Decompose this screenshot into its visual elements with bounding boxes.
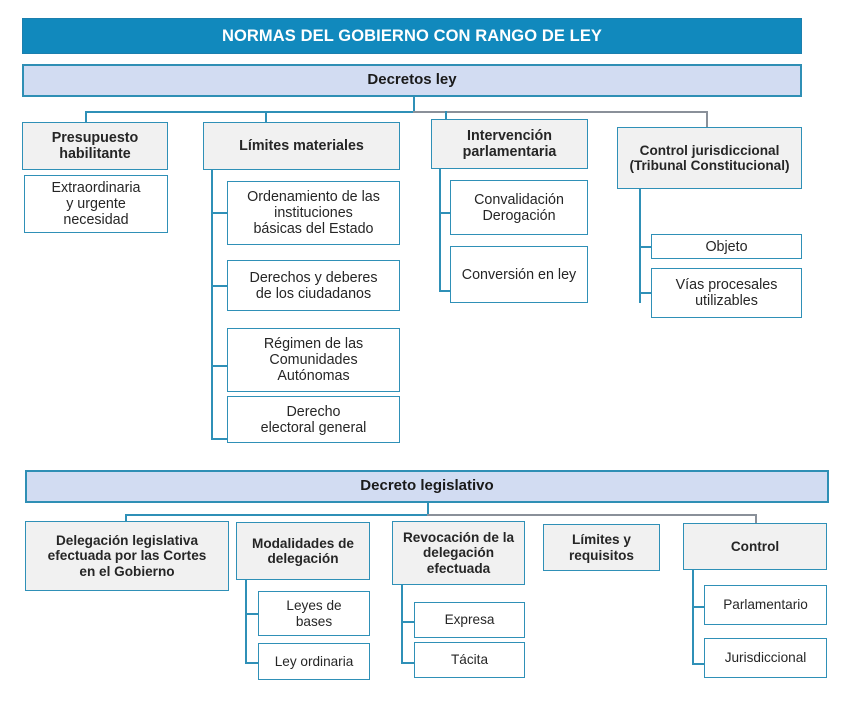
node-limites-materiales[interactable]: Límites materiales: [203, 122, 400, 170]
node-modalidades-de-delegacion[interactable]: Modalidades de delegación: [236, 522, 370, 580]
connector-tick-cj-1: [639, 246, 651, 248]
node-control[interactable]: Control: [683, 523, 827, 570]
connector-spine-modalidades: [245, 580, 247, 663]
connector-drop-control-jurisdiccional: [706, 111, 708, 127]
leaf-conversion-en-ley[interactable]: Conversión en ley: [450, 246, 588, 303]
leaf-leyes-de-bases[interactable]: Leyes de bases: [258, 591, 370, 636]
leaf-convalidacion-derogacion[interactable]: Convalidación Derogación: [450, 180, 588, 235]
leaf-ley-ordinaria[interactable]: Ley ordinaria: [258, 643, 370, 680]
connector-tick-ct-1: [692, 606, 704, 608]
connector-spine-limites-materiales: [211, 170, 213, 440]
connector-drop-control: [755, 514, 757, 524]
connector-bus-decreto-legislativo-right: [427, 514, 757, 516]
connector-drop-presupuesto: [85, 111, 87, 123]
connector-drop-intervencion: [445, 111, 447, 119]
connector-stem-decreto-legislativo: [427, 503, 429, 515]
connector-tick-ip-1: [439, 212, 450, 214]
leaf-derecho-electoral-general[interactable]: Derecho electoral general: [227, 396, 400, 443]
connector-tick-lm-1: [211, 212, 227, 214]
node-presupuesto-habilitante[interactable]: Presupuesto habilitante: [22, 122, 168, 170]
leaf-jurisdiccional[interactable]: Jurisdiccional: [704, 638, 827, 678]
connector-tick-md-2: [245, 662, 258, 664]
leaf-parlamentario[interactable]: Parlamentario: [704, 585, 827, 625]
connector-tick-ct-2: [692, 663, 704, 665]
connector-tick-lm-3: [211, 365, 227, 367]
node-control-jurisdiccional[interactable]: Control jurisdiccional (Tribunal Constit…: [617, 127, 802, 189]
leaf-tacita[interactable]: Tácita: [414, 642, 525, 678]
connector-drop-limites-materiales: [265, 111, 267, 123]
connector-tick-rv-1: [401, 621, 414, 623]
connector-spine-intervencion: [439, 169, 441, 291]
section-bar-decretos-ley: Decretos ley: [22, 64, 802, 97]
leaf-ordenamiento-instituciones[interactable]: Ordenamiento de las instituciones básica…: [227, 181, 400, 245]
connector-tick-ip-2: [439, 290, 450, 292]
connector-bus-decretos-ley-left: [85, 111, 415, 113]
node-intervencion-parlamentaria[interactable]: Intervención parlamentaria: [431, 119, 588, 169]
connector-tick-md-1: [245, 613, 258, 615]
diagram-title-banner: NORMAS DEL GOBIERNO CON RANGO DE LEY: [22, 18, 802, 54]
node-revocacion-de-la-delegacion[interactable]: Revocación de la delegación efectuada: [392, 521, 525, 585]
leaf-objeto[interactable]: Objeto: [651, 234, 802, 259]
connector-tick-lm-4: [211, 438, 227, 440]
section-bar-decreto-legislativo: Decreto legislativo: [25, 470, 829, 503]
connector-tick-lm-2: [211, 285, 227, 287]
connector-tick-cj-2: [639, 292, 651, 294]
connector-tick-rv-2: [401, 662, 414, 664]
connector-spine-revocacion: [401, 585, 403, 663]
leaf-derechos-y-deberes[interactable]: Derechos y deberes de los ciudadanos: [227, 260, 400, 311]
connector-bus-decreto-legislativo-left: [125, 514, 429, 516]
leaf-expresa[interactable]: Expresa: [414, 602, 525, 638]
connector-bus-decretos-ley-right: [413, 111, 708, 113]
connector-spine-control: [692, 570, 694, 664]
leaf-regimen-comunidades-autonomas[interactable]: Régimen de las Comunidades Autónomas: [227, 328, 400, 392]
connector-stem-decretos-ley: [413, 97, 415, 112]
leaf-vias-procesales-utilizables[interactable]: Vías procesales utilizables: [651, 268, 802, 318]
node-limites-y-requisitos[interactable]: Límites y requisitos: [543, 524, 660, 571]
leaf-extraordinaria-y-urgente-necesidad[interactable]: Extraordinaria y urgente necesidad: [24, 175, 168, 233]
node-delegacion-legislativa[interactable]: Delegación legislativa efectuada por las…: [25, 521, 229, 591]
